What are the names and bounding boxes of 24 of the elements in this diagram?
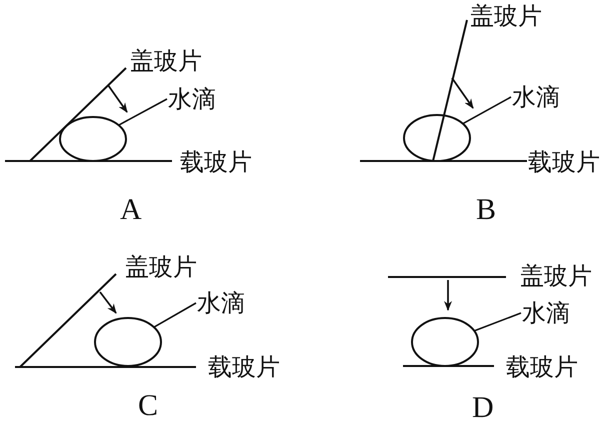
water-drop-label: 水滴	[168, 86, 216, 112]
panel-letter: D	[472, 392, 494, 424]
slide-label: 载玻片	[506, 354, 578, 380]
cover-slip-label: 盖玻片	[125, 254, 197, 280]
leader-line	[462, 96, 512, 124]
panel-letter: B	[476, 194, 496, 226]
water-drop-label: 水滴	[197, 290, 245, 316]
cover-slip-label: 盖玻片	[520, 263, 592, 289]
slide-label: 载玻片	[208, 354, 280, 380]
panel-letter: C	[138, 390, 158, 422]
water-drop	[94, 317, 162, 367]
cover-slip-label: 盖玻片	[470, 3, 542, 29]
water-drop-label: 水滴	[522, 300, 570, 326]
panel-letter: A	[120, 194, 142, 226]
water-drop	[403, 114, 471, 162]
water-drop-label: 水滴	[512, 84, 560, 110]
cover-slip-label: 盖玻片	[130, 48, 202, 74]
leader-line	[118, 98, 168, 126]
water-drop	[59, 116, 127, 162]
water-drop	[411, 317, 479, 367]
slide-label: 载玻片	[180, 149, 252, 175]
slide-label: 载玻片	[528, 149, 600, 175]
leader-line	[474, 312, 522, 332]
leader-line	[154, 302, 196, 328]
